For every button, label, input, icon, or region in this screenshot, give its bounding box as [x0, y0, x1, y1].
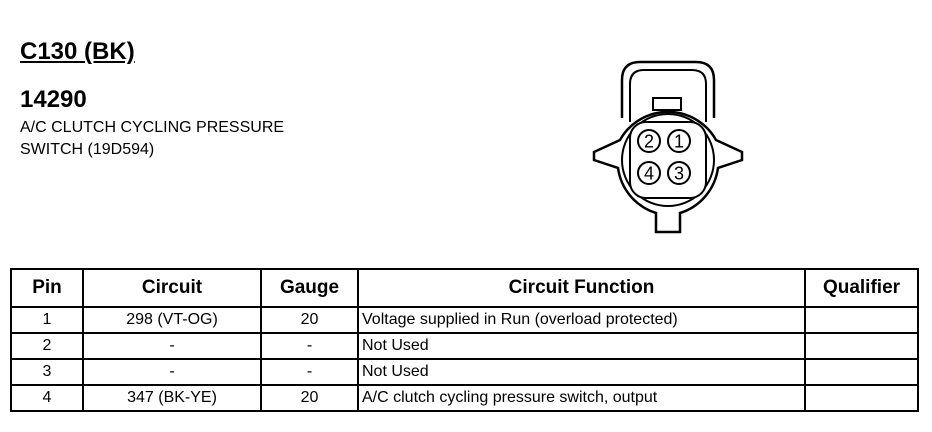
cell-gauge: 20	[260, 384, 359, 412]
connector-id: C130 (BK)	[20, 38, 135, 65]
cell-pin: 1	[10, 306, 84, 334]
table-row: 3 - - Not Used	[10, 358, 919, 386]
cell-gauge: -	[260, 332, 359, 360]
header-circuit: Circuit	[82, 268, 262, 308]
cell-function: A/C clutch cycling pressure switch, outp…	[357, 384, 806, 412]
part-description: A/C CLUTCH CYCLING PRESSURE SWITCH (19D5…	[20, 117, 380, 161]
table-row: 4 347 (BK-YE) 20 A/C clutch cycling pres…	[10, 384, 919, 412]
cell-qualifier	[804, 332, 919, 360]
part-number: 14290	[20, 86, 87, 113]
connector-face-diagram: 2 1 4 3	[592, 60, 744, 234]
pin-4-label: 4	[644, 164, 654, 184]
pin-1-circle	[667, 129, 691, 153]
cell-pin: 2	[10, 332, 84, 360]
table-row: 2 - - Not Used	[10, 332, 919, 360]
cell-gauge: 20	[260, 306, 359, 334]
cell-qualifier	[804, 384, 919, 412]
pin-1-label: 1	[674, 132, 684, 152]
part-description-line: A/C CLUTCH CYCLING PRESSURE	[20, 119, 285, 136]
header-qualifier: Qualifier	[804, 268, 919, 308]
pin-2-label: 2	[644, 132, 654, 152]
part-description-line: SWITCH (19D594)	[20, 141, 155, 158]
latch-shroud-inner	[629, 69, 707, 120]
cell-circuit: 298 (VT-OG)	[82, 306, 262, 334]
cell-pin: 3	[10, 358, 84, 386]
cell-circuit: 347 (BK-YE)	[82, 384, 262, 412]
pin-2-circle	[637, 129, 661, 153]
pin-3-label: 3	[674, 164, 684, 184]
pinout-table: Pin Circuit Gauge Circuit Function Quali…	[10, 268, 919, 412]
header-gauge: Gauge	[260, 268, 359, 308]
cell-gauge: -	[260, 358, 359, 386]
cell-pin: 4	[10, 384, 84, 412]
table-row: 1 298 (VT-OG) 20 Voltage supplied in Run…	[10, 306, 919, 334]
cell-qualifier	[804, 358, 919, 386]
cell-function: Not Used	[357, 332, 806, 360]
table-header-row: Pin Circuit Gauge Circuit Function Quali…	[10, 268, 919, 308]
cell-circuit: -	[82, 358, 262, 386]
cell-qualifier	[804, 306, 919, 334]
latch-shroud-outer	[620, 60, 716, 118]
pin-3-circle	[667, 161, 691, 185]
cell-circuit: -	[82, 332, 262, 360]
cell-function: Not Used	[357, 358, 806, 386]
cell-function: Voltage supplied in Run (overload protec…	[357, 306, 806, 334]
pin-4-circle	[637, 161, 661, 185]
header-circuit-function: Circuit Function	[357, 268, 806, 308]
header-pin: Pin	[10, 268, 84, 308]
